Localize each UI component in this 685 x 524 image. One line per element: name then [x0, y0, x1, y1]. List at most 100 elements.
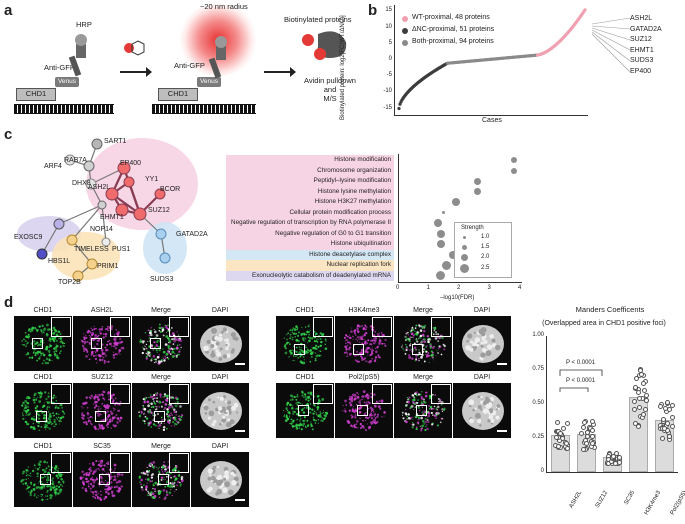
channel-label: CHD1: [33, 307, 53, 314]
data-point: [640, 411, 646, 417]
roi-box: [154, 411, 165, 422]
node-label: GATAD2A: [176, 231, 208, 238]
y-tick-label: 15: [385, 7, 392, 14]
micrograph-target: [335, 383, 393, 438]
channel-label: CHD1: [33, 374, 53, 381]
micrograph-dapi: [453, 316, 511, 371]
scale-bar: [235, 499, 245, 501]
zoom-inset: [431, 317, 451, 337]
go-term-label: Exonucleolytic catabolism of deadenylate…: [226, 270, 394, 281]
micrograph-target: [73, 452, 131, 507]
network-graph: [17, 138, 198, 282]
micrograph-chd1: [14, 383, 72, 438]
pulldown-line-3: M/S: [323, 94, 337, 103]
highlight-label: SUZ12: [630, 36, 652, 43]
p-value-annotation: P < 0.0001: [566, 360, 596, 366]
chart-title: Manders Coefficents: [575, 305, 645, 314]
data-point: [616, 460, 622, 466]
y-tick-label: -5: [386, 72, 392, 79]
channel-label: Merge: [151, 374, 171, 381]
strength-legend: Strength 1.0 1.5 2.0 2.5: [454, 222, 512, 278]
data-point: [669, 423, 675, 429]
y-tick-label: 0: [388, 56, 392, 62]
node-label: ARF4: [44, 163, 62, 170]
strength-value: 2.5: [481, 265, 490, 271]
arrow-icon: [120, 67, 152, 77]
y-tick-label: 10: [385, 23, 392, 30]
go-term-label: Negative regulation of G0 to G1 transiti…: [226, 228, 394, 239]
data-point: [661, 417, 667, 423]
enrichment-dot: [442, 260, 452, 270]
bar-x-label: Pol2(pS5): [669, 490, 685, 517]
chd1-box: CHD1: [16, 88, 56, 101]
data-point: [636, 423, 642, 429]
data-point: [631, 406, 637, 412]
data-point: [580, 425, 586, 431]
antibody-hrp-icon: [208, 36, 227, 79]
data-point: [616, 455, 622, 461]
channel-label: DAPI: [211, 374, 229, 381]
data-point: [661, 425, 667, 431]
channel-label: Merge: [413, 374, 433, 381]
roi-box: [353, 344, 364, 355]
node-label: BCOR: [160, 186, 181, 193]
strength-dot: [460, 264, 469, 273]
legend-label: ΔNC-proximal, 51 proteins: [412, 26, 495, 33]
data-point: [553, 435, 559, 441]
biotinylated-protein-icon: [302, 31, 347, 60]
data-point: [584, 429, 590, 435]
channel-label: DAPI: [211, 307, 229, 314]
go-term-label: Peptidyl–lysine modification: [226, 176, 394, 187]
panel-letter-d: d: [4, 294, 14, 311]
ylabel: Biotinylated protein: log2[FC(WT/ΔNC)]: [340, 15, 346, 120]
node-label: DHX8: [72, 180, 91, 187]
go-term-label: Cellular protein modification process: [226, 207, 394, 218]
y-axis: [394, 5, 395, 115]
biotin-phenol-icon: [124, 40, 145, 56]
zoom-inset: [313, 384, 333, 404]
roi-box: [40, 474, 51, 485]
strength-value: 2.0: [481, 254, 490, 260]
data-point: [555, 444, 561, 450]
x-tick-label: 2: [457, 285, 461, 291]
highlight-leader-lines: [591, 17, 631, 73]
channel-label: CHD1: [295, 374, 315, 381]
channel-label: SC35: [93, 443, 111, 450]
data-point: [666, 406, 672, 412]
data-point: [657, 404, 663, 410]
node-label: ASH2L: [88, 184, 111, 191]
data-point: [664, 420, 670, 426]
enrichment-dot: [473, 177, 481, 185]
zoom-inset: [169, 453, 189, 473]
micrograph-chd1: [14, 452, 72, 507]
go-term-label: Histone ubiquitination: [226, 239, 394, 250]
pulldown-text: Avidin pulldown and M/S: [300, 76, 360, 103]
bar-x-axis: [546, 472, 678, 473]
zoom-inset: [169, 317, 189, 337]
channel-label: DAPI: [473, 374, 491, 381]
enrichment-dot: [436, 240, 445, 248]
data-point: [557, 430, 563, 436]
enrichment-dot: [510, 157, 517, 163]
go-term-label: Chromosome organization: [226, 165, 394, 176]
enrichment-dot: [510, 167, 517, 174]
node-label: SUZ12: [148, 207, 170, 214]
roi-box: [36, 411, 47, 422]
biotinylated-proteins-label: Biotinylated proteins: [284, 15, 352, 24]
channel-label: ASH2L: [90, 307, 114, 314]
channel-label: Pol2(pS5): [348, 374, 380, 381]
roi-box: [32, 338, 43, 349]
micrograph-dapi: [191, 383, 249, 438]
node-label: SART1: [104, 138, 127, 145]
highlight-labels: ASH2L GATAD2A SUZ12 EHMT1 SUDS3 EP400: [630, 14, 662, 77]
channel-label: CHD1: [295, 307, 315, 314]
enrichment-dot: [473, 188, 481, 195]
data-point: [564, 446, 570, 452]
anti-gfp-label: Anti-GFP: [44, 63, 75, 72]
x-tick-label: 1: [426, 285, 430, 291]
micrograph-dapi: [191, 452, 249, 507]
roi-box: [294, 344, 305, 355]
significance-brackets: [559, 369, 603, 392]
legend-label: Both-proximal, 94 proteins: [412, 38, 494, 45]
enrichment-dot: [436, 271, 446, 280]
